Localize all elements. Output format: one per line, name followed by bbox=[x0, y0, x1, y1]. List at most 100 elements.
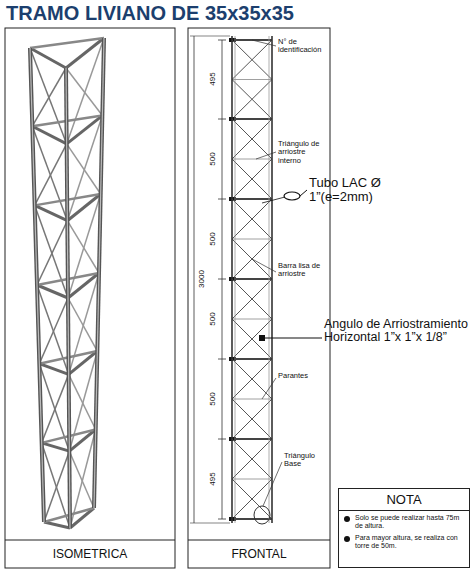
bracing-bar bbox=[37, 221, 67, 285]
callout-mark bbox=[259, 335, 265, 341]
bracing-bar bbox=[232, 319, 272, 359]
dimension-tick bbox=[218, 279, 226, 280]
panel-frame bbox=[5, 28, 175, 568]
leg-tube bbox=[235, 36, 236, 523]
bracing-bar bbox=[232, 279, 272, 319]
horizontal-angle bbox=[232, 198, 272, 200]
leader-line bbox=[252, 40, 276, 46]
horizontal-angle bbox=[39, 364, 68, 375]
extension-line bbox=[190, 523, 230, 524]
leg-tube bbox=[269, 36, 270, 523]
horizontal-angle bbox=[232, 118, 272, 120]
dimension-tick bbox=[218, 199, 226, 200]
dimension-value: 500 bbox=[209, 391, 218, 406]
part-label: Angulo de Arriostramiento Horizontal 1”x… bbox=[324, 318, 472, 343]
panel-frame bbox=[188, 28, 330, 568]
dimension-value: 500 bbox=[209, 151, 218, 166]
isometric-tower bbox=[30, 38, 104, 528]
dimension-tick bbox=[218, 40, 226, 41]
leg-highlight bbox=[30, 48, 44, 522]
panel-divider bbox=[188, 540, 330, 541]
internal-triangle bbox=[232, 319, 272, 320]
leader-line bbox=[262, 378, 276, 399]
horizontal-angle bbox=[232, 358, 272, 360]
bracing-bar bbox=[67, 144, 101, 194]
dimension-value: 500 bbox=[209, 311, 218, 326]
leader-line bbox=[263, 462, 282, 506]
internal-triangle bbox=[232, 479, 272, 480]
leg-tube bbox=[30, 48, 44, 522]
bracing-bar bbox=[232, 119, 272, 159]
callout-oval bbox=[284, 192, 300, 200]
leader-line bbox=[252, 259, 276, 272]
bracing-bar bbox=[44, 451, 69, 522]
bracing-bar bbox=[232, 40, 272, 80]
leader-line bbox=[256, 152, 276, 159]
internal-triangle bbox=[232, 399, 272, 400]
bracing-bar bbox=[66, 68, 102, 116]
dimension-tick bbox=[218, 359, 226, 360]
leader-line bbox=[300, 190, 307, 196]
horizontal-angle bbox=[232, 438, 272, 440]
horizontal-angle bbox=[30, 48, 66, 68]
leg-tube bbox=[231, 36, 233, 523]
part-label: Triángulo de arriostre interno bbox=[278, 140, 328, 165]
part-label: Barra lisa de arriostre bbox=[278, 262, 328, 279]
dimension-line bbox=[222, 40, 223, 519]
bracing-bar bbox=[232, 399, 272, 439]
bracing-bar bbox=[232, 319, 272, 359]
leg-tube bbox=[66, 68, 70, 528]
view-name: ISOMETRICA bbox=[53, 547, 128, 561]
bracing-bar bbox=[232, 199, 272, 239]
part-label: Parantes bbox=[278, 372, 328, 380]
bracing-bar bbox=[232, 439, 272, 479]
horizontal-angle bbox=[42, 443, 70, 451]
bracing-bar bbox=[69, 451, 94, 508]
leader-line bbox=[262, 337, 322, 338]
bracing-bar bbox=[232, 199, 272, 239]
bracing-bar bbox=[232, 399, 272, 439]
bracing-bar bbox=[232, 40, 272, 80]
horizontal-angle bbox=[44, 522, 70, 528]
bracing-bar bbox=[232, 159, 272, 199]
view-caption-cell: FRONTAL bbox=[188, 540, 330, 568]
leg-tube bbox=[271, 36, 273, 523]
dimension-value: 495 bbox=[209, 71, 218, 86]
internal-triangle bbox=[232, 79, 272, 80]
dimension-value: 495 bbox=[209, 471, 218, 486]
bracing-bar bbox=[67, 221, 99, 273]
bracing-bar bbox=[32, 68, 66, 126]
dimension-tick bbox=[218, 119, 226, 120]
internal-triangle bbox=[232, 239, 272, 240]
title: TRAMO LIVIANO DE 35x35x35 bbox=[6, 2, 294, 24]
bracing-bar bbox=[32, 126, 67, 221]
dimension-line bbox=[194, 36, 195, 523]
note-item: Solo se puede realizar hasta 75m de altu… bbox=[339, 511, 469, 531]
detail-circle bbox=[254, 506, 270, 524]
bracing-bar bbox=[39, 298, 68, 364]
horizontal-angle bbox=[232, 278, 272, 280]
leader-line bbox=[262, 197, 285, 203]
view-caption-cell: ISOMETRICA bbox=[5, 540, 175, 568]
note-heading: NOTA bbox=[339, 489, 469, 511]
extension-line bbox=[190, 36, 230, 37]
internal-triangle bbox=[232, 159, 272, 160]
horizontal-angle bbox=[30, 38, 104, 48]
leg-highlight bbox=[66, 68, 70, 528]
dimension-value: 500 bbox=[209, 231, 218, 246]
dimension-value: 3000 bbox=[198, 269, 207, 289]
bracing-bar bbox=[232, 159, 272, 199]
bracing-bar bbox=[68, 298, 97, 351]
dimension-tick bbox=[218, 519, 226, 520]
horizontal-angle bbox=[232, 518, 272, 520]
part-label: Tubo LAC Ø 1”(e=2mm) bbox=[309, 176, 401, 205]
bracing-bar bbox=[232, 80, 272, 120]
note-item: Para mayor altura, se realiza con torre … bbox=[339, 531, 469, 551]
bracing-bar bbox=[35, 144, 67, 205]
bracing-bar bbox=[30, 48, 67, 144]
bracing-bar bbox=[69, 374, 96, 429]
note-box: NOTASolo se puede realizar hasta 75m de … bbox=[338, 488, 470, 568]
bracing-bar bbox=[232, 80, 272, 120]
bracing-bar bbox=[232, 119, 272, 159]
panel-divider bbox=[5, 540, 175, 541]
